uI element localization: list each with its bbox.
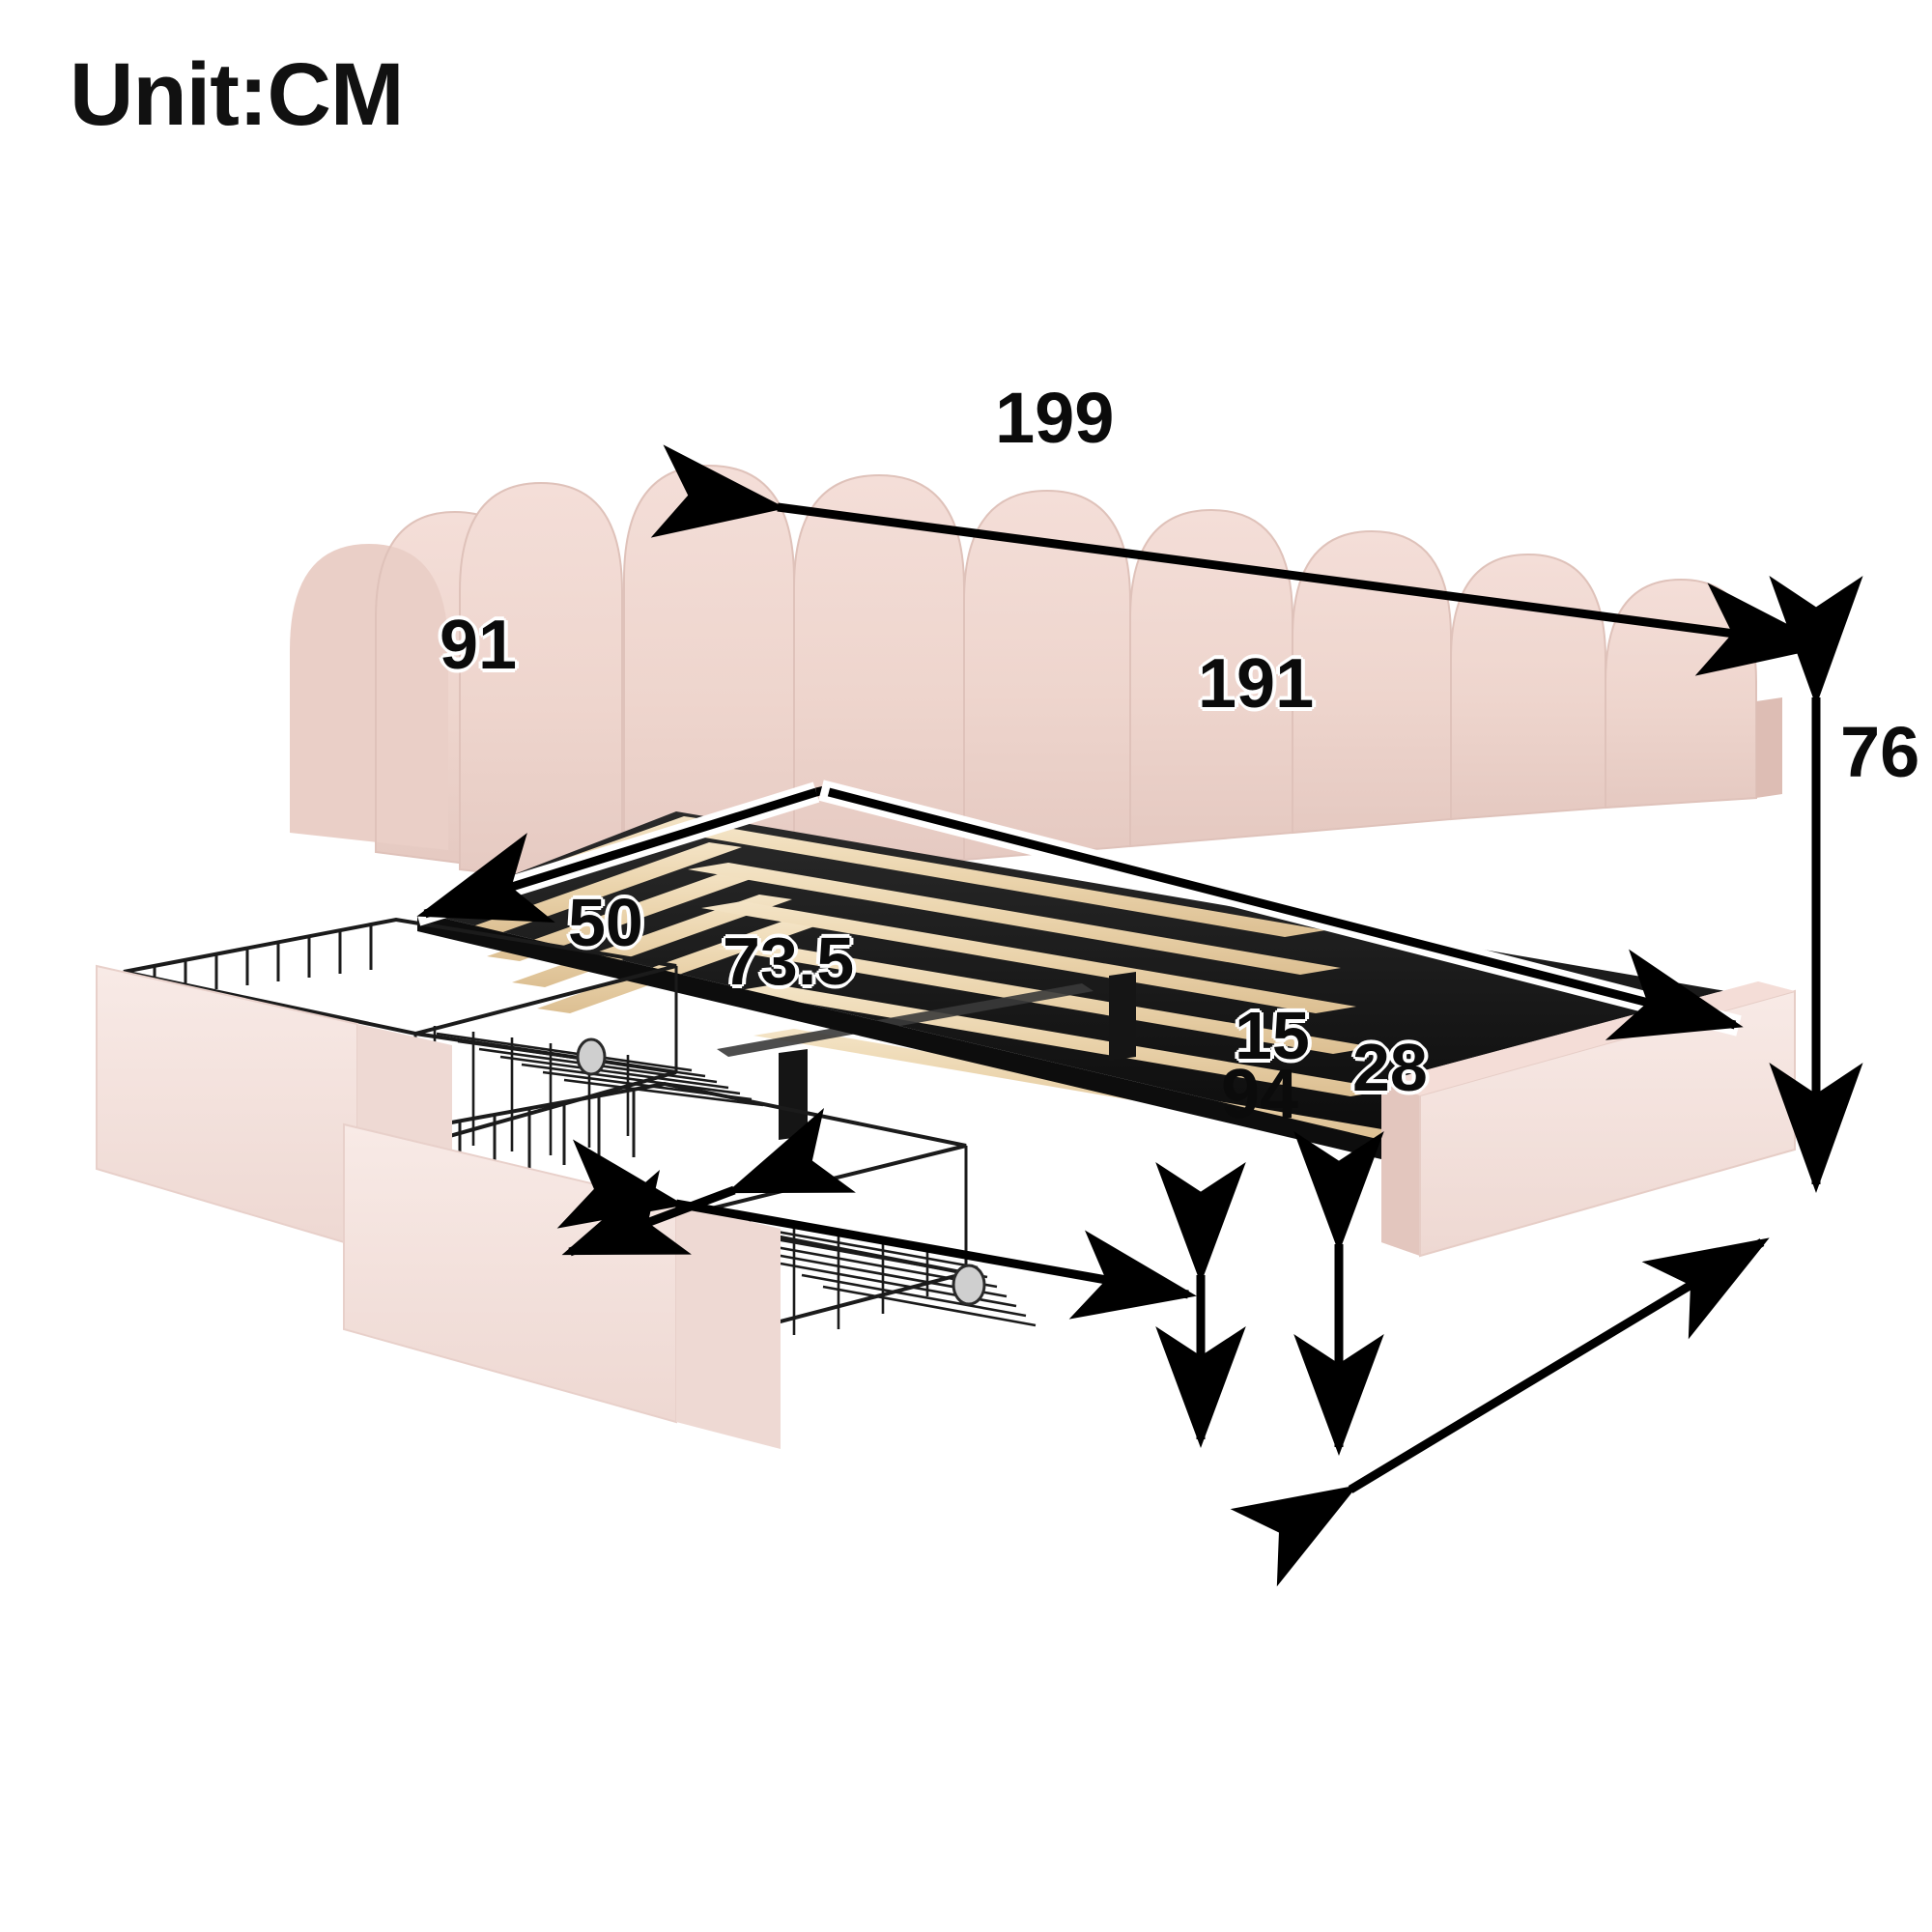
dimension-label-199: 199 <box>995 378 1115 458</box>
dim-line-191 <box>818 780 1744 1040</box>
dimension-label-191: 191 <box>1198 645 1315 723</box>
drawer-front-front <box>343 1122 677 1424</box>
dim-line-735 <box>556 1139 1197 1320</box>
unit-title: Unit:CM <box>70 45 405 144</box>
dimension-label-73-5: 73.5 <box>723 923 855 999</box>
headboard-main-panels <box>623 464 1757 895</box>
bed-frame-group <box>417 811 1748 1159</box>
dimension-label-15: 15 <box>1235 998 1310 1073</box>
caster-wheel <box>576 1037 607 1076</box>
dimension-lines <box>413 444 1863 1587</box>
dimension-label-50: 50 <box>568 885 643 960</box>
headboard-side-panels <box>290 481 623 891</box>
dim-line-94 <box>1230 1237 1770 1587</box>
drawer-front-rear <box>96 964 358 1248</box>
dimension-label-28: 28 <box>1352 1030 1428 1105</box>
dim-line-199 <box>650 444 1831 676</box>
dimension-label-94: 94 <box>1221 1056 1299 1133</box>
dimension-label-76: 76 <box>1840 712 1920 792</box>
dimension-label-91: 91 <box>440 607 518 684</box>
drawer-front-front-edge <box>676 1204 781 1449</box>
